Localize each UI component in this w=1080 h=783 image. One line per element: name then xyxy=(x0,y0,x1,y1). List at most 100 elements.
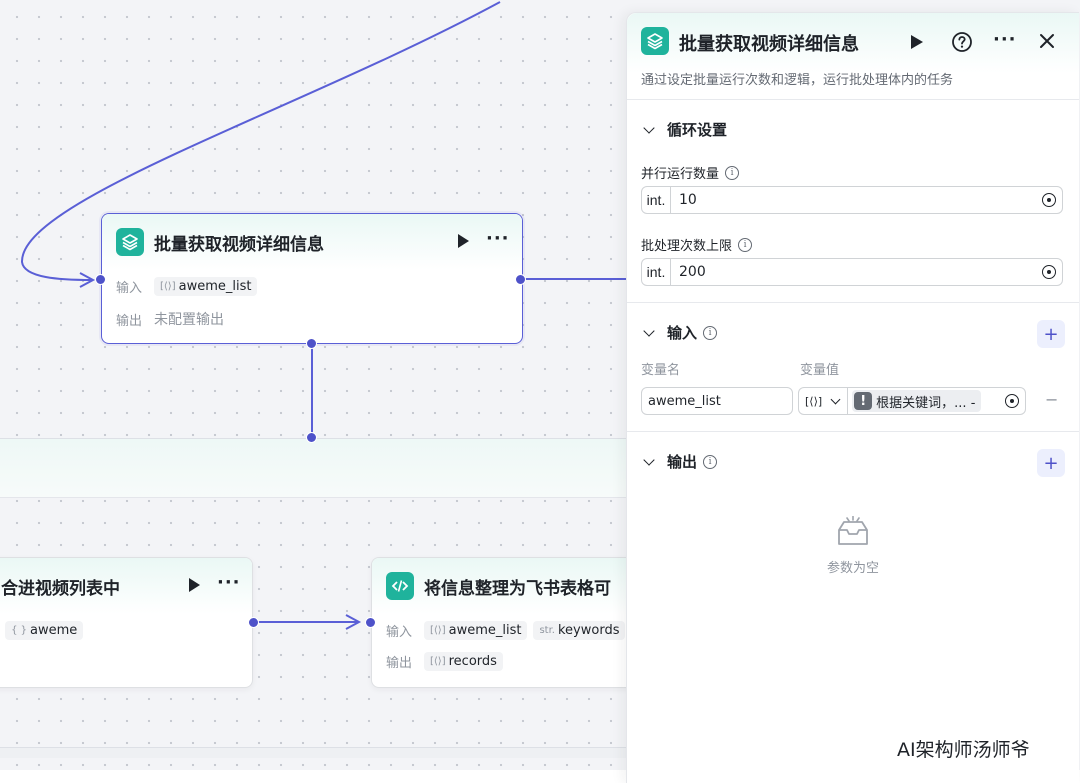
input-chip-value: aweme_list xyxy=(178,279,252,294)
edge-arrow-into-loop xyxy=(79,272,96,288)
var-value-field[interactable]: [⟨⟩] ! 根据关键词，... - xyxy=(798,387,1026,415)
max-batch-label: 批处理次数上限 i xyxy=(641,235,753,254)
code-node-in-port[interactable] xyxy=(365,617,376,628)
play-icon[interactable] xyxy=(458,234,469,248)
empty-box-icon xyxy=(835,515,871,552)
var-value-column: 变量值 xyxy=(800,363,840,378)
variable-ref-icon[interactable] xyxy=(1042,193,1056,207)
code-node-output-row: 输出 [⟨⟩]records xyxy=(386,652,509,671)
play-icon[interactable] xyxy=(189,578,200,592)
int-type-tag: int. xyxy=(642,259,671,285)
chevron-down-icon[interactable] xyxy=(830,394,841,404)
int-type-tag: int. xyxy=(642,187,671,213)
node-settings-panel: 批量获取视频详细信息 ··· 通过设定批量运行次数和逻辑，运行批处理体内的任务 … xyxy=(626,12,1079,783)
watermark: AI架构师汤师爷 xyxy=(897,739,1030,761)
max-batch-input[interactable]: int. 200 xyxy=(641,258,1063,286)
input-chip-1: [⟨⟩]aweme_list xyxy=(424,621,528,640)
output-label: 输出 xyxy=(386,656,413,671)
variable-ref-icon[interactable] xyxy=(1042,265,1056,279)
loop-node-header: 批量获取视频详细信息 ··· xyxy=(102,214,522,270)
loop-node-output-row: 输出 未配置输出 xyxy=(116,309,224,329)
more-icon[interactable]: ··· xyxy=(217,572,241,593)
add-output-button[interactable]: + xyxy=(1037,449,1065,477)
input-chip-value: aweme xyxy=(30,623,78,638)
panel-title: 批量获取视频详细信息 xyxy=(679,34,859,55)
parallel-count-label-text: 并行运行数量 xyxy=(641,167,720,182)
merge-node-out-port[interactable] xyxy=(248,617,259,628)
max-batch-value[interactable]: 200 xyxy=(679,264,706,280)
loop-node-input-row: 输入 [⟨⟩]aweme_list xyxy=(116,277,263,296)
code-node-title: 将信息整理为飞书表格可 xyxy=(424,579,611,599)
more-icon[interactable]: ··· xyxy=(993,29,1017,50)
input-label: 输入 xyxy=(116,281,143,296)
loop-body-in-port[interactable] xyxy=(306,432,317,443)
play-icon[interactable] xyxy=(911,35,923,49)
output-label: 输出 xyxy=(116,313,143,329)
section-inputs[interactable]: 输入 i xyxy=(641,322,718,343)
help-icon[interactable] xyxy=(951,31,973,57)
section-outputs-title: 输出 xyxy=(667,453,698,471)
divider xyxy=(627,431,1079,432)
layers-icon xyxy=(641,27,669,55)
empty-outputs-text: 参数为空 xyxy=(826,561,879,576)
loop-node-out-port[interactable] xyxy=(515,274,526,285)
info-icon[interactable]: i xyxy=(725,165,740,180)
add-input-button[interactable]: + xyxy=(1037,320,1065,348)
close-icon[interactable] xyxy=(1039,33,1055,53)
chevron-down-icon xyxy=(643,324,655,337)
chevron-down-icon xyxy=(643,121,655,134)
parallel-count-label: 并行运行数量 i xyxy=(641,163,740,182)
parallel-count-value[interactable]: 10 xyxy=(679,192,697,208)
loop-body-header xyxy=(0,438,640,498)
code-node[interactable]: 将信息整理为飞书表格可 输入 [⟨⟩]aweme_list str.keywor… xyxy=(371,557,663,688)
max-batch-label-text: 批处理次数上限 xyxy=(641,239,733,254)
remove-input-button[interactable]: − xyxy=(1045,390,1059,409)
divider xyxy=(627,302,1079,303)
var-ref-text: 根据关键词，... - xyxy=(876,395,976,411)
array-type-tag: [⟨⟩] xyxy=(805,394,823,408)
panel-description: 通过设定批量运行次数和逻辑，运行批处理体内的任务 xyxy=(641,73,954,88)
var-name-input[interactable]: aweme_list xyxy=(641,387,793,415)
input-chip-2-value: keywords xyxy=(557,623,620,638)
code-node-header: 将信息整理为飞书表格可 xyxy=(372,558,662,614)
output-value: 未配置输出 xyxy=(154,312,224,328)
field-separator xyxy=(847,388,849,414)
section-inputs-title: 输入 xyxy=(667,324,698,342)
input-label: 输入 xyxy=(386,625,413,640)
merge-node[interactable]: 合进视频列表中 ··· { }aweme xyxy=(0,557,253,688)
panel-header: 批量获取视频详细信息 ··· 通过设定批量运行次数和逻辑，运行批处理体内的任务 xyxy=(627,13,1079,100)
object-icon: { } xyxy=(11,625,28,636)
var-name-column: 变量名 xyxy=(641,363,681,378)
array-icon: [⟨⟩] xyxy=(160,281,176,292)
input-chip: [⟨⟩]aweme_list xyxy=(154,277,258,296)
section-loop-settings[interactable]: 循环设置 xyxy=(641,119,727,140)
warning-icon: ! xyxy=(854,392,873,410)
parallel-count-input[interactable]: int. 10 xyxy=(641,186,1063,214)
code-icon xyxy=(386,572,414,600)
output-chip: [⟨⟩]records xyxy=(424,652,503,671)
info-icon[interactable]: i xyxy=(703,325,718,340)
variable-ref-icon[interactable] xyxy=(1005,394,1019,408)
array-icon: [⟨⟩] xyxy=(430,625,446,636)
loop-node-body-port[interactable] xyxy=(306,338,317,349)
merge-node-header: 合进视频列表中 ··· xyxy=(0,558,252,614)
merge-node-title: 合进视频列表中 xyxy=(1,579,120,599)
var-ref-chip[interactable]: ! 根据关键词，... - xyxy=(852,390,982,412)
loop-node-in-port[interactable] xyxy=(95,274,106,285)
code-node-input-row: 输入 [⟨⟩]aweme_list str.keywords xyxy=(386,621,631,640)
array-icon: [⟨⟩] xyxy=(430,656,446,667)
loop-node[interactable]: 批量获取视频详细信息 ··· 输入 [⟨⟩]aweme_list 输出 未配置输… xyxy=(101,213,523,344)
layers-icon xyxy=(116,228,144,256)
string-icon: str. xyxy=(539,625,555,636)
input-chip-2: str.keywords xyxy=(533,621,626,640)
input-chip-1-value: aweme_list xyxy=(448,623,522,638)
section-loop-settings-title: 循环设置 xyxy=(667,121,728,139)
info-icon[interactable]: i xyxy=(738,237,753,252)
section-outputs[interactable]: 输出 i xyxy=(641,451,718,472)
chevron-down-icon xyxy=(643,453,655,466)
loop-body-footer xyxy=(0,747,640,758)
loop-node-title: 批量获取视频详细信息 xyxy=(154,235,324,255)
input-chip: { }aweme xyxy=(5,621,84,640)
info-icon[interactable]: i xyxy=(703,454,718,469)
more-icon[interactable]: ··· xyxy=(486,228,510,249)
